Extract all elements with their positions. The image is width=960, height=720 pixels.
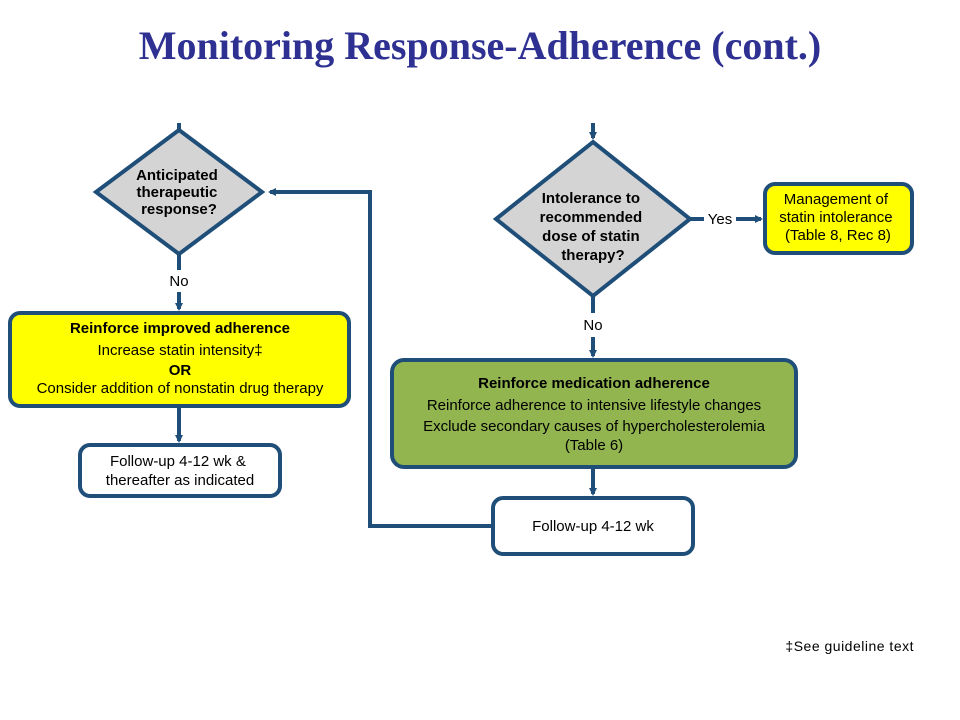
medication-line3: (Table 6) <box>565 437 623 454</box>
decision-anticipated-line: Anticipated <box>136 167 218 184</box>
decision-intolerance-line: therapy? <box>561 247 624 264</box>
medication-heading: Reinforce medication adherence <box>478 375 710 392</box>
decision-intolerance-text: Intolerance to recommended dose of stati… <box>540 190 647 264</box>
reinforce-improved-or: OR <box>169 362 192 379</box>
decision-intolerance-line: recommended <box>540 209 643 226</box>
yes-label: Yes <box>708 211 732 228</box>
followup-left-line: Follow-up 4-12 wk & <box>110 453 246 470</box>
medication-line2: Exclude secondary causes of hypercholest… <box>423 418 766 435</box>
decision-anticipated-text: Anticipated therapeutic response? <box>136 167 222 218</box>
followup-left-text: Follow-up 4-12 wk & thereafter as indica… <box>106 453 254 489</box>
reinforce-improved-line1: Increase statin intensity‡ <box>97 342 262 359</box>
management-text: Management of statin intolerance (Table … <box>779 191 897 244</box>
no-label-left: No <box>169 273 188 290</box>
box-followup-left <box>78 443 282 498</box>
management-line: Management of <box>784 191 889 208</box>
footnote: ‡See guideline text <box>785 638 914 654</box>
reinforce-improved-heading: Reinforce improved adherence <box>70 320 290 337</box>
followup-right-text: Follow-up 4-12 wk <box>532 518 654 535</box>
page-title: Monitoring Response-Adherence (cont.) <box>138 23 822 68</box>
decision-anticipated-line: response? <box>141 201 217 218</box>
management-line: statin intolerance <box>779 209 892 226</box>
followup-left-line: thereafter as indicated <box>106 472 254 489</box>
management-line: (Table 8, Rec 8) <box>785 227 891 244</box>
decision-intolerance-line: dose of statin <box>542 228 640 245</box>
no-label-right: No <box>583 317 602 334</box>
medication-line1: Reinforce adherence to intensive lifesty… <box>427 397 761 414</box>
reinforce-improved-line3: Consider addition of nonstatin drug ther… <box>37 380 324 397</box>
loop-back-connector <box>268 188 493 528</box>
box-management-statin-intolerance <box>763 182 914 255</box>
decision-anticipated-line: therapeutic <box>136 184 217 201</box>
decision-intolerance-line: Intolerance to <box>542 190 640 207</box>
